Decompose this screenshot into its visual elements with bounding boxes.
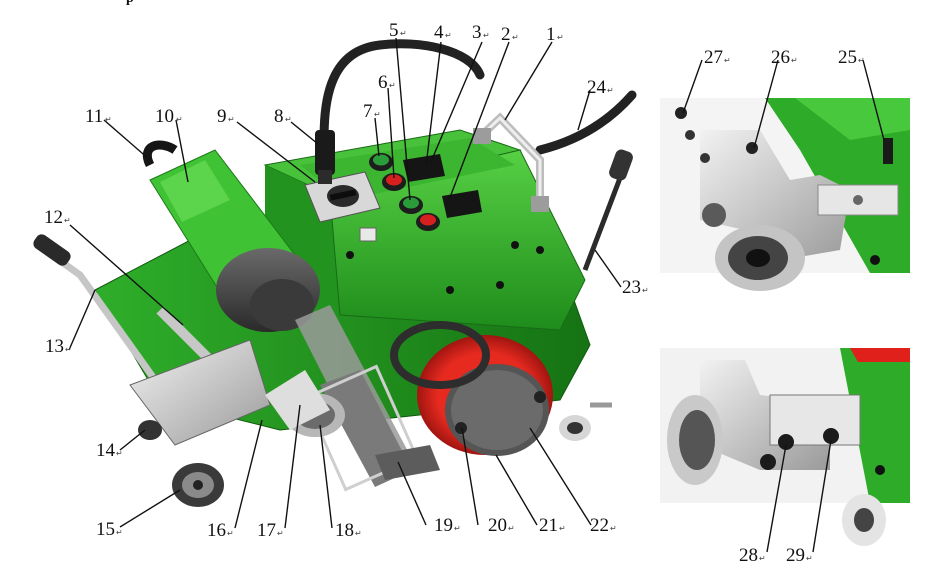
svg-text:↵: ↵ [642,286,649,295]
callout-20: 20 [488,515,507,536]
callout-26: 26 [771,47,790,68]
svg-text:↵: ↵ [116,449,123,458]
svg-text:↵: ↵ [65,345,72,354]
callout-16: 16 [207,520,226,541]
nozzle-tip [375,445,440,480]
callout-21: 21 [539,515,558,536]
callout-8: 8 [274,106,284,127]
callout-3: 3 [472,22,482,43]
switch-25 [883,138,893,164]
callout-24: 24 [587,77,607,98]
detail-view-lower [660,348,910,546]
callout-4: 4 [434,22,444,43]
leader-lines [68,37,885,553]
screw-26 [746,142,758,154]
callout-19: 19 [434,515,453,536]
svg-text:↵: ↵ [557,33,564,42]
callout-25: 25 [838,47,857,68]
callout-5: 5 [389,20,399,41]
display-upper [403,154,445,182]
welding-machine-illustration [33,39,637,507]
svg-text:↵: ↵ [285,115,292,124]
heater-cage [303,364,419,492]
power-cable [319,39,485,165]
svg-text:↵: ↵ [454,524,461,533]
callout-15: 15 [96,519,115,540]
cropped-header-text: p [126,0,134,7]
svg-text:↵: ↵ [483,31,490,40]
screw-29 [823,428,839,444]
callout-29: 29 [786,545,805,566]
svg-text:↵: ↵ [724,56,731,65]
svg-text:↵: ↵ [512,33,519,42]
svg-text:↵: ↵ [445,31,452,40]
svg-text:↵: ↵ [400,29,407,38]
cable-24 [535,90,637,155]
callout-12: 12 [44,207,63,228]
svg-text:↵: ↵ [374,110,381,119]
svg-text:↵: ↵ [607,86,614,95]
callout-11: 11 [85,106,103,127]
metal-block [700,130,850,262]
svg-text:↵: ↵ [277,529,284,538]
callout-17: 17 [257,520,276,541]
svg-text:↵: ↵ [116,528,123,537]
callout-labels: 1 ↵ 2 ↵ 3 ↵ 4 ↵ 5 ↵ 6 ↵ 7 ↵ 8 ↵ 9 ↵ 10 ↵… [44,20,865,566]
svg-text:↵: ↵ [389,81,396,90]
svg-text:↵: ↵ [64,216,71,225]
callout-9: 9 [217,106,227,127]
svg-text:↵: ↵ [355,529,362,538]
screw-28 [778,434,794,450]
callout-23: 23 [622,277,641,298]
air-gun-handle [143,140,178,168]
callout-27: 27 [704,47,723,68]
callout-2: 2 [501,24,511,45]
callout-10: 10 [155,106,174,127]
svg-text:↵: ↵ [806,554,813,563]
svg-text:↵: ↵ [508,524,515,533]
callout-28: 28 [739,545,758,566]
lever-23 [582,164,628,271]
drive-belt [390,321,490,389]
callout-14: 14 [96,440,116,461]
svg-text:↵: ↵ [791,56,798,65]
svg-text:↵: ↵ [105,115,112,124]
front-wheel-14 [138,420,162,440]
callout-6: 6 [378,72,388,93]
callout-1: 1 [546,24,556,45]
callout-13: 13 [45,336,64,357]
svg-text:↵: ↵ [228,115,235,124]
lever-12 [156,306,214,364]
callout-18: 18 [335,520,354,541]
callout-7: 7 [363,101,373,122]
svg-text:↵: ↵ [759,554,766,563]
svg-text:↵: ↵ [858,56,865,65]
display-lower [442,190,482,218]
svg-text:↵: ↵ [610,524,617,533]
callout-22: 22 [590,515,609,536]
svg-text:↵: ↵ [227,529,234,538]
detail-view-upper [660,98,910,291]
svg-text:↵: ↵ [559,524,566,533]
svg-text:↵: ↵ [176,115,183,124]
small-switch [359,227,377,242]
cable-connector [315,130,335,175]
